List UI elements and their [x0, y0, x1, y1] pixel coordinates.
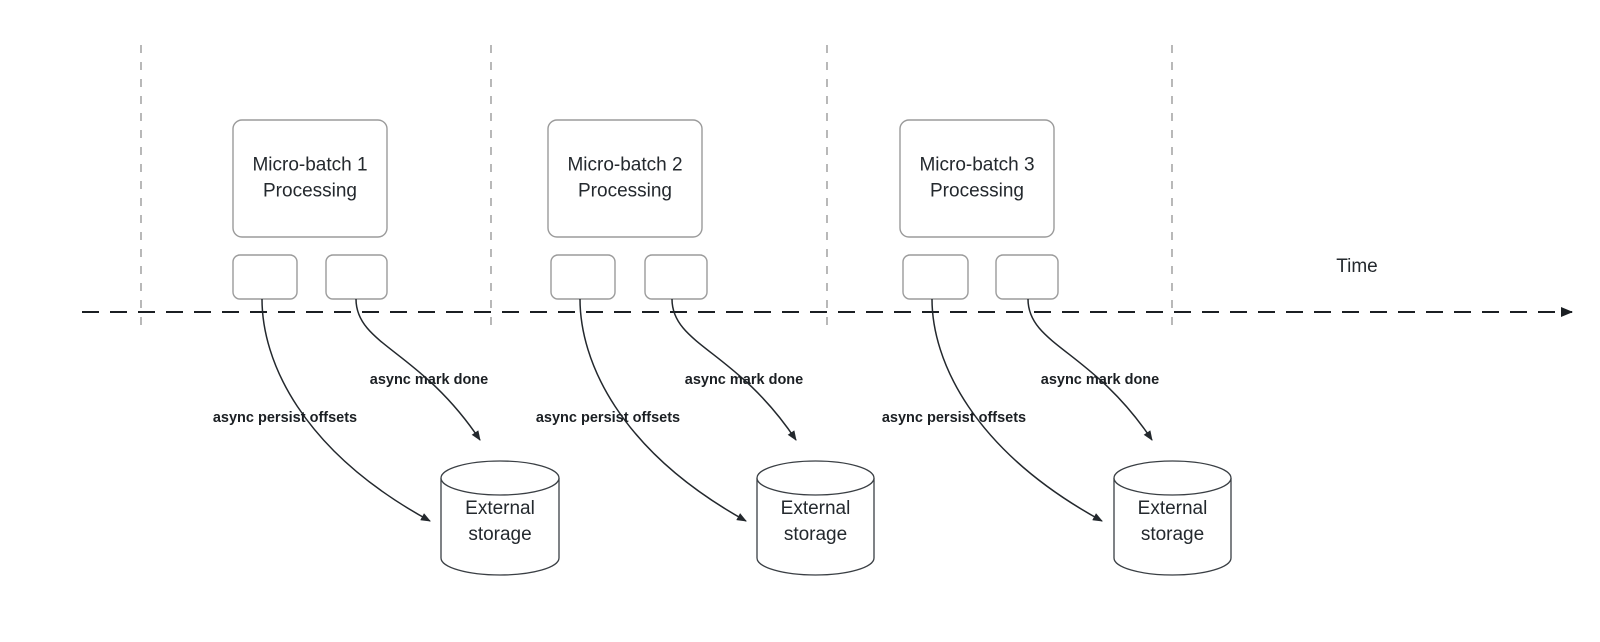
storage-1-body[interactable]: [440, 478, 560, 576]
batch-3-box[interactable]: [899, 119, 1055, 238]
batch-2-task-b[interactable]: [644, 254, 708, 300]
storage-1-label-line1: External: [465, 498, 535, 519]
storage-2-top[interactable]: [756, 460, 875, 496]
batch-1-task-a[interactable]: [232, 254, 298, 300]
batch-group: Micro-batch 1 Processing async persist off…: [213, 119, 1232, 576]
batch-3-task-b[interactable]: [995, 254, 1059, 300]
storage-3-top[interactable]: [1113, 460, 1232, 496]
batch-1-persist-label: async persist offsets: [213, 410, 357, 426]
batch-3-label-line2: Processing: [930, 181, 1024, 202]
batch-2-label-line2: Processing: [578, 181, 672, 202]
batch-3-mark-done-label: async mark done: [1041, 372, 1159, 388]
storage-3-label-line2: storage: [1141, 524, 1204, 545]
batch-2-group: Micro-batch 2 Processing async persist off…: [536, 119, 875, 576]
storage-1-label-line2: storage: [468, 524, 531, 545]
batch-2-mark-done-curve: [671, 298, 797, 441]
batch-3-mark-done-curve: [1027, 298, 1153, 441]
batch-1-box[interactable]: [232, 119, 388, 238]
storage-3-body[interactable]: [1113, 478, 1232, 576]
batch-1-persist-curve: [261, 298, 431, 522]
batch-1-label-line1: Micro-batch 1: [252, 155, 367, 176]
storage-1-top[interactable]: [440, 460, 560, 496]
batch-1-task-b[interactable]: [325, 254, 388, 300]
storage-2-label-line1: External: [781, 498, 851, 519]
batch-2-mark-done-label: async mark done: [685, 372, 803, 388]
batch-3-task-a[interactable]: [902, 254, 969, 300]
batch-2-label-line1: Micro-batch 2: [567, 155, 682, 176]
batch-1-mark-done-label: async mark done: [370, 372, 488, 388]
batch-1-mark-done-curve: [355, 298, 481, 441]
batch-2-box[interactable]: [547, 119, 703, 238]
batch-3-persist-label: async persist offsets: [882, 410, 1026, 426]
storage-2-body[interactable]: [756, 478, 875, 576]
time-axis-label: Time: [1336, 256, 1378, 277]
batch-1-group: Micro-batch 1 Processing async persist off…: [213, 119, 560, 576]
batch-2-persist-label: async persist offsets: [536, 410, 680, 426]
batch-2-task-a[interactable]: [550, 254, 616, 300]
batch-2-persist-curve: [579, 298, 747, 522]
batch-3-persist-curve: [931, 298, 1103, 522]
storage-2-label-line2: storage: [784, 524, 847, 545]
batch-3-group: Micro-batch 3 Processing async persist off…: [882, 119, 1232, 576]
storage-3-label-line1: External: [1138, 498, 1208, 519]
lane-divider-group: [140, 45, 1173, 332]
batch-3-label-line1: Micro-batch 3: [919, 155, 1034, 176]
batch-1-label-line2: Processing: [263, 181, 357, 202]
